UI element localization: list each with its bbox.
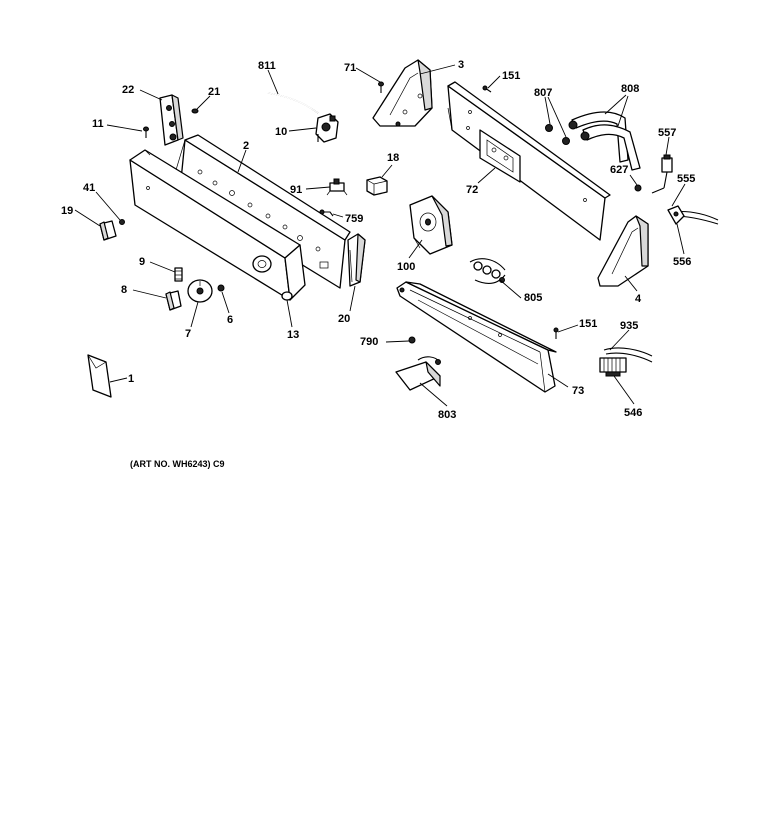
part-759-clip <box>319 209 334 217</box>
part-8-knob <box>165 290 182 311</box>
label-803: 803 <box>438 409 456 421</box>
label-100: 100 <box>397 261 415 273</box>
part-18-relay <box>366 176 388 196</box>
part-1-literature <box>87 354 112 398</box>
part-807-grommets <box>545 124 570 145</box>
label-21: 21 <box>208 86 220 98</box>
label-3: 3 <box>458 59 464 71</box>
part-91-terminal <box>326 178 348 196</box>
part-3-end-bracket <box>372 59 433 127</box>
part-4-end-bracket <box>597 215 649 287</box>
label-20: 20 <box>338 313 350 325</box>
label-6: 6 <box>227 314 233 326</box>
part-11-screw <box>143 126 149 138</box>
label-19: 19 <box>61 205 73 217</box>
part-71-screw <box>378 81 384 93</box>
label-627: 627 <box>610 164 628 176</box>
label-151-lower: 151 <box>579 318 597 330</box>
part-557-valve <box>651 154 673 194</box>
label-2: 2 <box>243 140 249 152</box>
label-73: 73 <box>572 385 584 397</box>
part-41-clip <box>119 219 125 225</box>
label-10: 10 <box>275 126 287 138</box>
leader-lines <box>74 64 686 407</box>
label-790: 790 <box>360 336 378 348</box>
part-546-connector <box>599 357 627 377</box>
label-22: 22 <box>122 84 134 96</box>
part-935-harness <box>603 347 653 363</box>
part-19-knob <box>99 220 117 241</box>
label-935: 935 <box>620 320 638 332</box>
label-4: 4 <box>635 293 642 305</box>
part-13-front-panel <box>129 149 306 301</box>
part-21-screw <box>191 108 199 114</box>
part-151-screw-top <box>482 85 492 93</box>
label-71: 71 <box>344 62 356 74</box>
label-91: 91 <box>290 184 302 196</box>
part-627-nut <box>634 184 642 192</box>
label-556: 556 <box>673 256 691 268</box>
label-72: 72 <box>466 184 478 196</box>
label-18: 18 <box>387 152 399 164</box>
label-557: 557 <box>658 127 676 139</box>
part-805-harness <box>469 258 506 284</box>
label-1: 1 <box>128 373 134 385</box>
label-13: 13 <box>287 329 299 341</box>
label-546: 546 <box>624 407 642 419</box>
callout-labels: 22 21 11 2 811 10 41 19 9 8 7 6 13 1 20 … <box>61 59 695 421</box>
part-790-screw <box>408 336 416 344</box>
part-2-control-panel <box>175 134 351 289</box>
part-73-shelf <box>396 281 557 393</box>
part-72-backsplash <box>447 81 611 241</box>
part-10-switch <box>315 113 339 143</box>
part-811-hose <box>267 92 319 114</box>
part-20-end-cap <box>347 233 366 287</box>
part-100-timer <box>409 195 453 255</box>
label-41: 41 <box>83 182 95 194</box>
part-22-end-bracket <box>159 94 184 146</box>
label-759: 759 <box>345 213 363 225</box>
part-6-nub <box>217 284 225 292</box>
label-7: 7 <box>185 328 191 340</box>
label-811: 811 <box>258 60 276 72</box>
label-8: 8 <box>121 284 127 296</box>
label-808: 808 <box>621 83 639 95</box>
art-number-caption: (ART NO. WH6243) C9 <box>130 459 225 469</box>
label-151-top: 151 <box>502 70 520 82</box>
part-808-hoses <box>568 111 641 171</box>
part-9-spring <box>174 267 183 282</box>
part-151-screw-lower <box>553 327 559 339</box>
label-555: 555 <box>677 173 695 185</box>
part-7-dial <box>187 279 213 303</box>
label-11: 11 <box>92 118 104 130</box>
part-803-bracket <box>395 356 441 391</box>
part-556-strain-relief <box>667 205 685 225</box>
label-807: 807 <box>534 87 552 99</box>
label-9: 9 <box>139 256 145 268</box>
label-805: 805 <box>524 292 542 304</box>
